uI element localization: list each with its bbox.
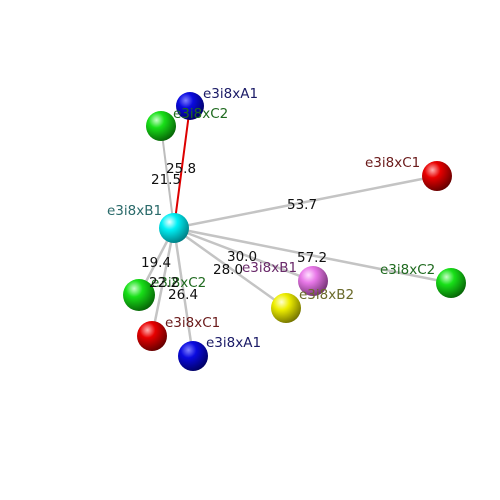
atom-center-e3i8xB1[interactable] [159, 213, 189, 243]
atom-e3i8xC2-top[interactable] [146, 111, 176, 141]
contact-line-c1-right [172, 174, 439, 230]
contact-line-a1-top [173, 105, 191, 229]
contact-lines [137, 105, 453, 358]
label-a1-top: e3i8xA1 [203, 86, 258, 102]
distance-c1-right: 53.7 [287, 197, 317, 213]
atom-e3i8xB1-mid[interactable] [298, 266, 328, 296]
distance-b1-mid: 30.0 [227, 249, 257, 265]
atom-e3i8xB2[interactable] [271, 293, 301, 323]
label-c1-right: e3i8xC1 [365, 155, 420, 171]
contact-line-b1-mid [172, 226, 315, 283]
atom-e3i8xA1-bottom[interactable] [178, 341, 208, 371]
contact-line-c2-right [172, 226, 453, 285]
distance-c2-top: 21.5 [151, 172, 181, 188]
contact-line-c1-bottom [150, 226, 176, 338]
distance-a1-bottom: 26.4 [168, 287, 198, 303]
distance-c1-bottom: 22.2 [149, 275, 179, 291]
atom-e3i8xA1-top[interactable] [176, 92, 204, 120]
distance-b2: 28.0 [213, 262, 243, 278]
distance-labels: 25.8 21.5 53.7 30.0 28.0 57.2 19.4 22.2 … [141, 161, 327, 303]
label-c2-left: e3i8xC2 [151, 275, 206, 291]
distance-a1-top: 25.8 [166, 161, 196, 177]
label-a1-bottom: e3i8xA1 [206, 335, 261, 351]
atom-e3i8xC2-left[interactable] [123, 279, 155, 311]
atom-labels: e3i8xB1 e3i8xA1 e3i8xC2 e3i8xC1 e3i8xC2 … [107, 86, 435, 351]
label-b2: e3i8xB2 [299, 287, 354, 303]
label-c1-bottom: e3i8xC1 [165, 315, 220, 331]
label-c2-top: e3i8xC2 [173, 106, 228, 122]
atom-e3i8xC1-right[interactable] [422, 161, 452, 191]
atom-e3i8xC1-bottom[interactable] [137, 321, 167, 351]
distance-c2-right: 57.2 [297, 250, 327, 266]
contact-line-b2 [172, 226, 288, 310]
atoms [123, 92, 466, 371]
label-center: e3i8xB1 [107, 203, 162, 219]
contact-line-c2-top [160, 125, 175, 229]
contact-line-a1-bottom [172, 226, 195, 358]
distance-c2-left: 19.4 [141, 255, 171, 271]
atom-e3i8xC2-right[interactable] [436, 268, 466, 298]
label-c2-right: e3i8xC2 [380, 262, 435, 278]
label-b1-mid: e3i8xB1 [242, 260, 297, 276]
